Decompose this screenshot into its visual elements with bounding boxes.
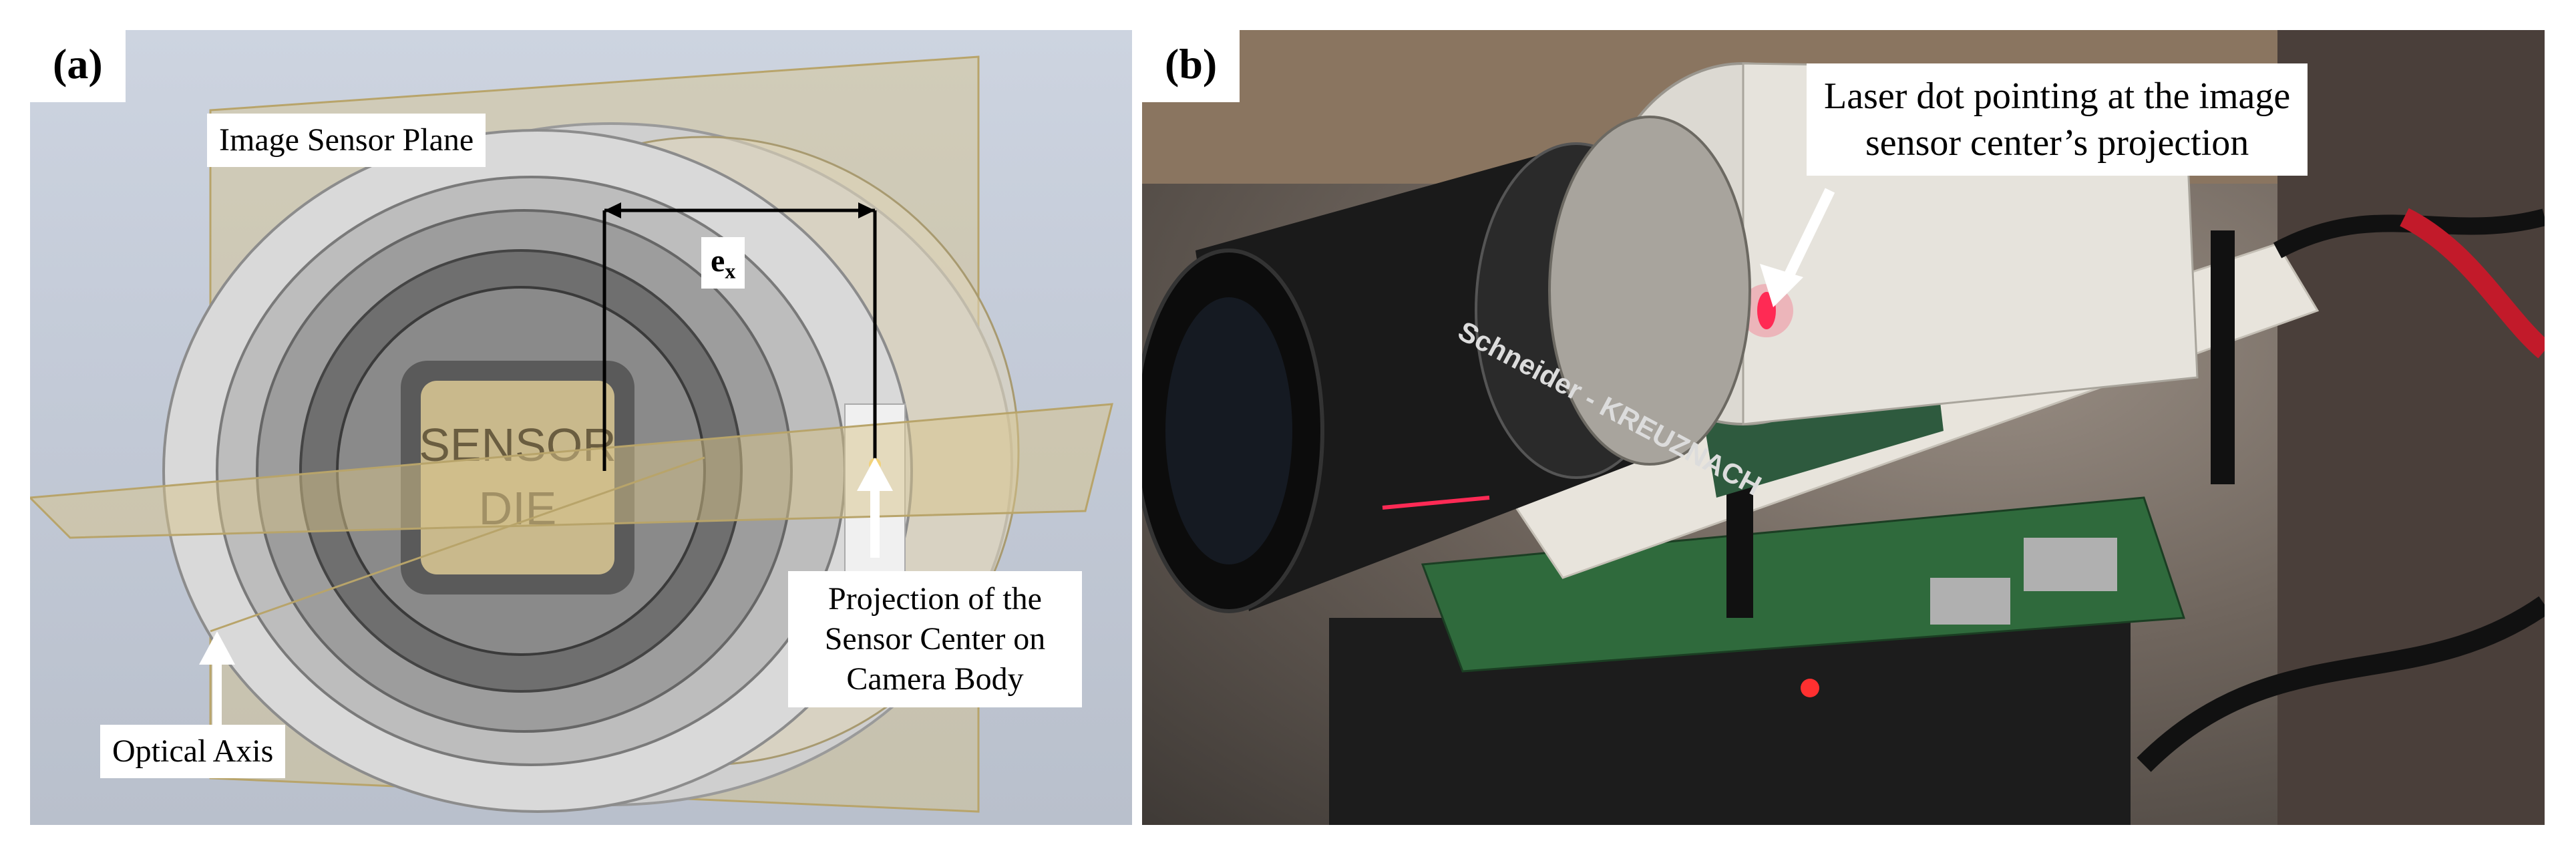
laser-arrow-shaft [1778,188,1835,290]
ex-arrow-right [858,202,875,218]
cable-2 [2137,596,2545,772]
optical-axis-arrow-shaft [212,651,222,725]
projection-line-1: Projection of the [828,581,1042,617]
laser-callout: Laser dot pointing at the image sensor c… [1807,63,2308,176]
standoff-2 [2211,230,2235,484]
cad-rendering-panel: SENSOR DIE (a) Image Sensor Plane ex Pro… [30,30,1132,825]
camera-photo-illustration: Schneider - KREUZNACH [1142,30,2545,825]
usb-port [1930,578,2010,625]
ex-main: e [711,243,725,279]
hdmi-port [2024,538,2117,591]
ex-arrow-left [604,202,621,218]
optical-axis-arrow-head [199,631,235,665]
circuit-board [1421,496,2186,673]
projection-line-2: Sensor Center on [824,621,1046,657]
panel-b-label: (b) [1142,30,1240,102]
cad-camera-illustration: SENSOR DIE [30,55,1113,813]
ex-subscript: x [725,259,736,283]
optical-axis-line [210,456,705,633]
laser-line-1: Laser dot pointing at the image [1824,75,2291,117]
lens-mount-collar [1548,116,1751,466]
panel-a-label: (a) [30,30,126,102]
projection-line-3: Camera Body [846,661,1024,697]
laser-reflection [1382,496,1490,510]
projection-callout: Projection of the Sensor Center on Camer… [788,571,1082,707]
photo-panel: Schneider - KREUZNACH (b) Laser dot poin… [1142,30,2545,825]
laser-line-2: sensor center’s projection [1865,122,2249,164]
lens-glass [1165,297,1292,564]
background-right [2277,30,2545,825]
projection-arrow-head [857,458,893,491]
image-sensor-plane-label: Image Sensor Plane [207,114,486,167]
projection-arrow-shaft [870,471,880,558]
horizontal-plane-shape [30,403,1113,539]
ex-label: ex [701,237,745,289]
optical-axis-label: Optical Axis [100,725,286,778]
power-led [1801,679,1819,697]
laser-dot [1757,292,1776,329]
red-cable [2400,208,2545,359]
laser-arrow-head [1760,264,1803,307]
